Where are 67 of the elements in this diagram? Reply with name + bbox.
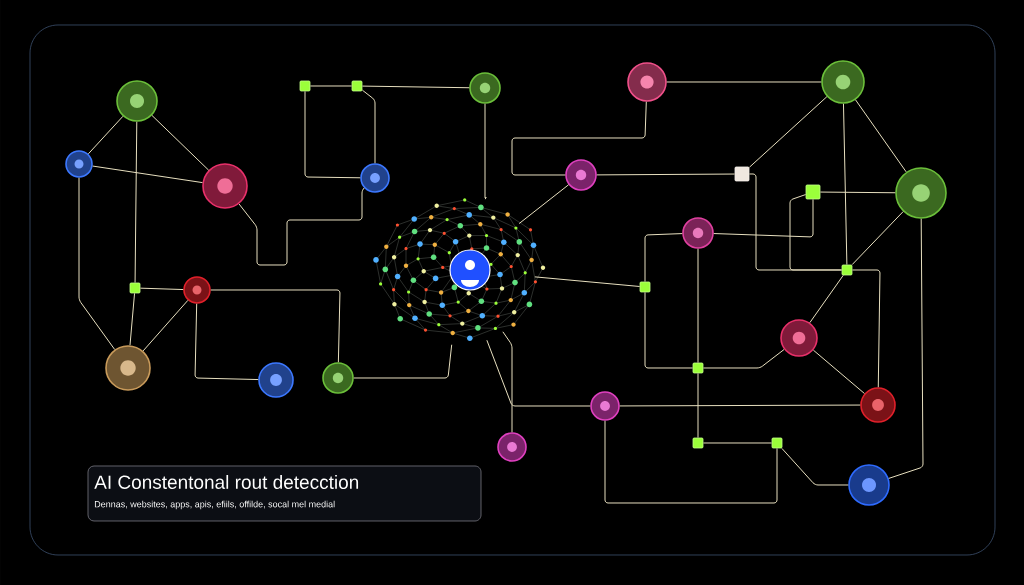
connector-line — [238, 187, 365, 266]
connector-line — [134, 121, 138, 284]
connector-line — [888, 218, 924, 479]
icon-circle — [895, 167, 947, 219]
icon-circle — [183, 276, 211, 304]
connector-line — [361, 85, 470, 89]
connector-line — [502, 331, 513, 433]
connector-line — [697, 372, 699, 439]
connector-line — [702, 442, 773, 444]
connector-line — [596, 173, 736, 176]
icon-circle — [682, 217, 714, 249]
connector-line — [309, 85, 353, 87]
caption-text: Dennas, websites, apps, apis, efiils, offilde, socal mel medial — [94, 500, 335, 510]
connector-line — [518, 184, 570, 225]
connector-line — [194, 303, 259, 381]
connector-line — [666, 81, 822, 83]
icon-circle — [258, 362, 294, 398]
connector-line — [304, 90, 361, 179]
connector-line — [604, 420, 778, 504]
connector-line — [210, 289, 341, 363]
icon-circle — [469, 72, 501, 104]
connector-line — [842, 103, 848, 266]
connector-line — [619, 404, 861, 407]
icon-circle — [116, 80, 158, 122]
icon-circle — [565, 159, 597, 191]
icon-circle — [590, 391, 620, 421]
connector-line — [644, 233, 683, 283]
connector-line — [819, 191, 896, 194]
icon-circle — [497, 432, 527, 462]
connector-line — [486, 339, 591, 407]
icon-circle — [627, 62, 667, 102]
brain-network-drawing — [373, 198, 546, 341]
connector-line — [781, 447, 849, 486]
connector-line — [511, 101, 647, 176]
connector-line — [809, 274, 844, 324]
junction-square — [734, 166, 750, 182]
connector-line — [697, 248, 699, 364]
connector-line — [129, 292, 136, 346]
icon-circle — [105, 345, 151, 391]
connector-line — [142, 299, 189, 352]
icon-circle — [322, 362, 354, 394]
connector-line — [851, 269, 881, 388]
connector-line — [812, 349, 865, 394]
connector-line — [484, 103, 487, 200]
icon-circle — [202, 163, 248, 209]
connector-line — [748, 96, 828, 168]
connector-line — [361, 89, 376, 164]
icon-circle — [65, 150, 93, 178]
connector-line — [87, 115, 124, 155]
connector-line — [139, 287, 184, 291]
connector-line — [353, 344, 453, 379]
junction-square — [805, 184, 821, 200]
connector-line — [855, 99, 907, 173]
connector-line — [534, 276, 641, 287]
connector-line — [644, 291, 694, 369]
connector-line — [92, 165, 203, 184]
connector-line — [789, 194, 843, 271]
connector-line — [713, 198, 814, 238]
icon-circle — [860, 387, 896, 423]
icon-circle — [821, 60, 865, 104]
connector-line — [702, 348, 785, 369]
connector-line — [78, 177, 116, 350]
icon-circle — [848, 464, 890, 506]
title-text: AI Constentonal rout detecction — [94, 475, 359, 489]
connector-line — [151, 114, 210, 171]
icon-circle — [780, 319, 818, 357]
connector-line — [851, 211, 904, 266]
